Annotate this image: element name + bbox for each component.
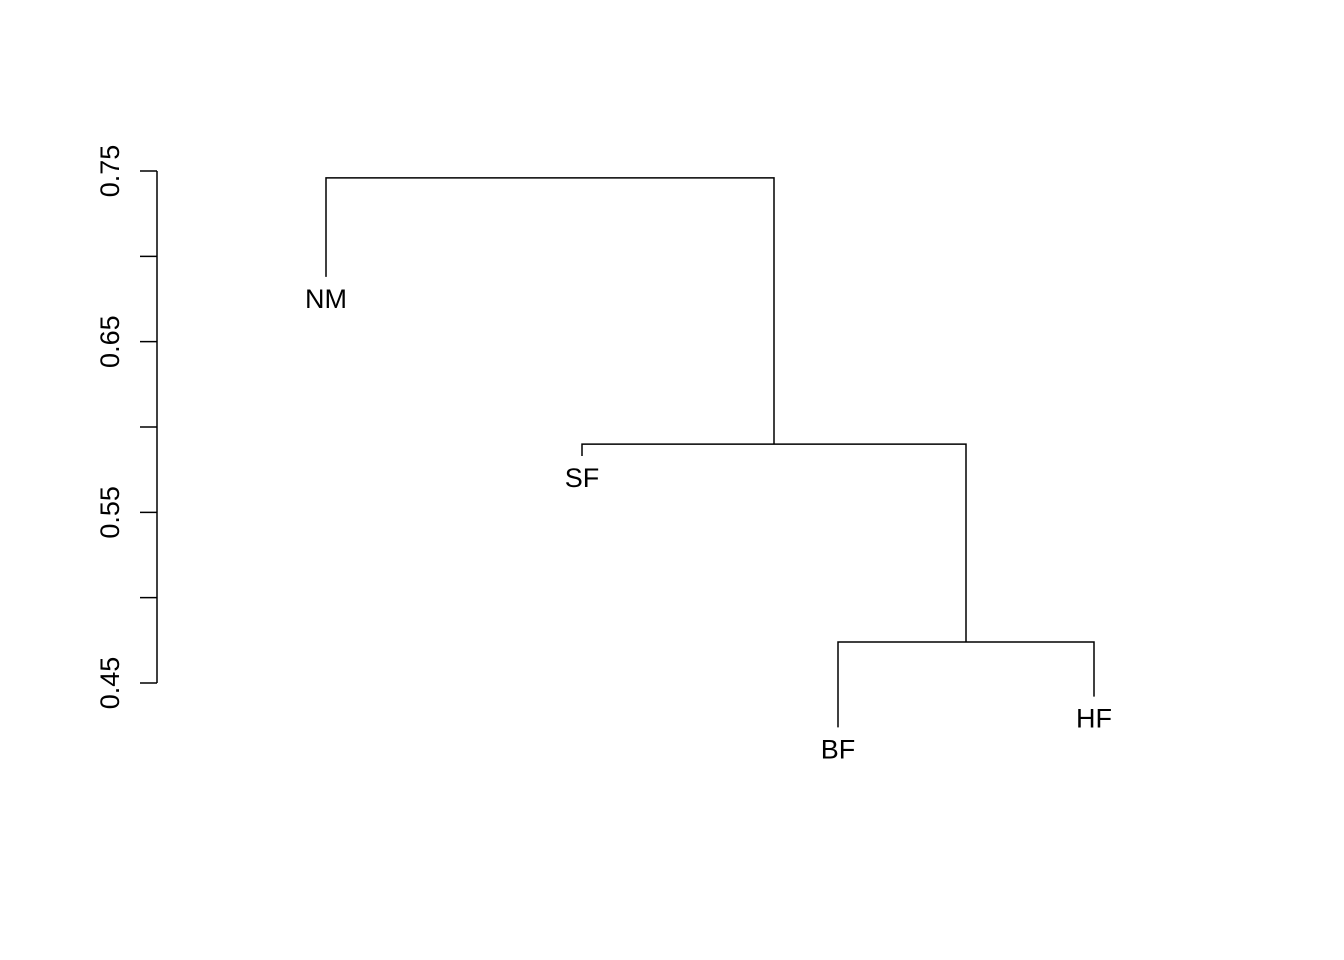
- y-axis: 0.45 0.55 0.65 0.75: [95, 145, 158, 710]
- leaf-label-bf: BF: [821, 734, 856, 764]
- leaf-label-nm: NM: [305, 284, 347, 314]
- leaf-labels: NM SF BF HF: [305, 284, 1112, 765]
- dendrogram-tree: [325, 177, 1095, 728]
- merge-link: [837, 641, 1095, 728]
- merge-link: [325, 177, 775, 445]
- y-tick-label: 0.75: [95, 145, 125, 198]
- merge-link: [581, 443, 967, 643]
- leaf-label-sf: SF: [565, 463, 600, 493]
- leaf-label-hf: HF: [1076, 704, 1112, 734]
- y-tick-label: 0.55: [95, 486, 125, 539]
- y-tick-label: 0.65: [95, 315, 125, 368]
- y-tick-label: 0.45: [95, 657, 125, 710]
